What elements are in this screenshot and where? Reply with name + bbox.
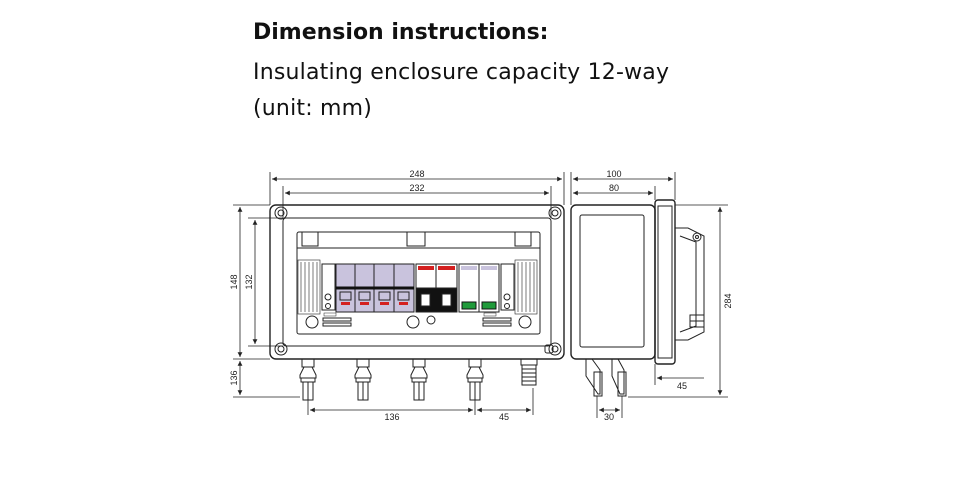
dim-side-total-height: 284 [723, 293, 733, 308]
diagram-title: Dimension instructions: [253, 20, 549, 45]
side-enclosure-body [570, 204, 656, 360]
breaker-modules [335, 263, 415, 313]
corner-screw-icons [274, 206, 562, 356]
unit-note: (unit: mm) [253, 96, 373, 121]
dim-side-inner-depth: 80 [609, 183, 619, 193]
dim-front-total-height: 148 [229, 274, 239, 289]
dim-side-connector-spacing: 30 [604, 412, 614, 422]
front-dimension-lines [233, 172, 565, 415]
dim-connector-span: 136 [384, 412, 399, 422]
front-enclosure-outline [269, 204, 565, 360]
isolator-modules [415, 263, 458, 313]
front-view [269, 204, 565, 401]
side-view [570, 199, 705, 397]
cable-connectors [299, 344, 554, 401]
dim-gland-offset: 45 [499, 412, 509, 422]
vent-slots-left [297, 259, 321, 315]
dim-side-total-depth: 100 [606, 169, 621, 179]
front-inner-frame [282, 217, 552, 347]
side-connectors [585, 358, 627, 397]
dim-front-total-width: 248 [409, 169, 424, 179]
spd-modules [458, 263, 500, 313]
side-dimension-lines [570, 172, 728, 418]
dim-front-inner-height: 132 [244, 274, 254, 289]
dim-connector-height: 136 [229, 370, 239, 385]
dim-side-bottom-offset: 45 [677, 381, 687, 391]
handle-icon [675, 227, 705, 341]
cable-gland-icon [520, 344, 554, 386]
vent-slots-right [514, 259, 538, 315]
dim-front-inner-width: 232 [409, 183, 424, 193]
enclosure-description: Insulating enclosure capacity 12-way [253, 60, 670, 85]
